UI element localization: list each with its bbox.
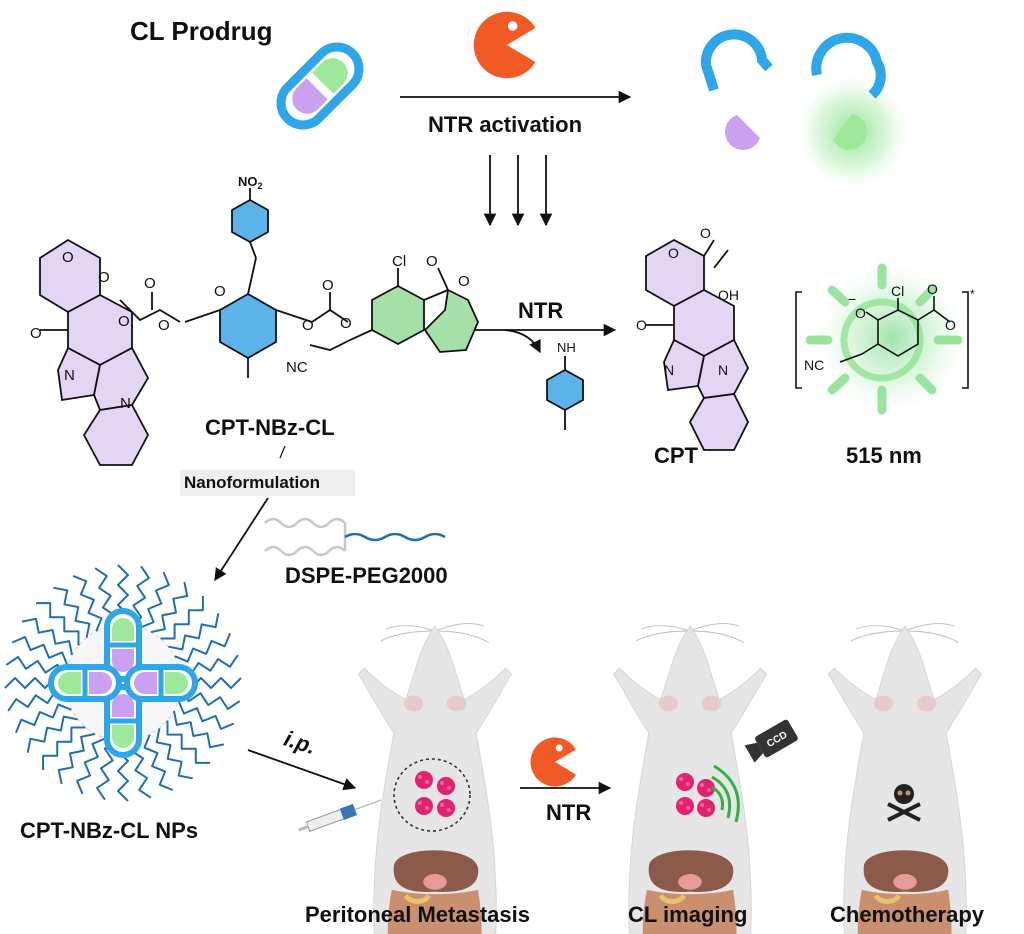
svg-text:−: − — [848, 291, 856, 307]
emission-wavelength: 515 nm — [846, 443, 922, 468]
phenol-ring — [371, 284, 425, 346]
svg-text:O: O — [426, 253, 438, 270]
quinone-methide-byproduct: NH — [546, 340, 584, 430]
panel-label-chemotherapy: Chemotherapy — [830, 902, 985, 927]
peg-chain — [57, 733, 96, 785]
in-vivo-ntr-enzyme-icon — [530, 737, 576, 787]
peg-chain — [128, 565, 150, 626]
ntr-label: NTR — [518, 298, 564, 323]
peg-chain — [160, 596, 204, 640]
prodrug-structure — [39, 188, 479, 466]
dioxetane-adamantane — [423, 288, 479, 353]
skull-crossbones-icon — [887, 784, 921, 822]
ntr-enzyme-icon — [473, 11, 536, 79]
peg-chain — [26, 715, 78, 753]
camptothecin-core — [39, 238, 150, 466]
nitro-label: NO2 — [238, 174, 263, 191]
prodrug-atom-labels: NO2 O O O N N O O O O O O O Cl NC O O — [30, 174, 470, 412]
peg-chain — [5, 656, 66, 678]
dspe-peg2000-label: DSPE-PEG2000 — [285, 563, 448, 588]
dspe-peg-icon — [264, 517, 446, 557]
svg-text:N: N — [64, 367, 75, 384]
svg-text:NH: NH — [557, 340, 576, 355]
formulation-arrow — [214, 497, 269, 582]
cleaved-pill-right-icon — [793, 32, 913, 192]
peg-chain — [11, 636, 69, 666]
nanoformulation-label: Nanoformulation — [184, 473, 320, 492]
ccd-camera-icon: CCD — [744, 719, 798, 763]
mouse-chemotherapy — [807, 624, 1024, 934]
cl-emission-waves — [711, 764, 740, 823]
title-cl-prodrug: CL Prodrug — [130, 16, 273, 46]
peg-chain — [174, 632, 232, 663]
ip-injection-arrow — [247, 749, 357, 791]
nitrobenzyl-ring — [231, 198, 269, 244]
panel-label-cl-imaging: CL imaging — [628, 902, 748, 927]
svg-text:O: O — [302, 317, 314, 334]
svg-text:O: O — [144, 275, 156, 292]
svg-text:O: O — [855, 305, 866, 321]
multistep-arrows — [483, 155, 553, 227]
peg-chain — [36, 602, 80, 646]
peg-chain — [173, 710, 225, 749]
svg-text:O: O — [700, 225, 711, 241]
svg-text:O: O — [668, 245, 679, 261]
peg-chain — [180, 688, 241, 710]
svg-text:O: O — [636, 317, 647, 333]
svg-text:Cl: Cl — [891, 283, 904, 299]
syringe-icon — [298, 799, 382, 832]
peg-chain — [76, 737, 106, 795]
ntr-activation-label: NTR activation — [428, 112, 583, 137]
peg-chain — [155, 728, 193, 780]
peg-chain — [42, 726, 86, 770]
svg-text:O: O — [945, 317, 956, 333]
peg-chain — [140, 571, 170, 629]
in-vivo-ntr-label: NTR — [546, 800, 592, 825]
svg-text:O: O — [158, 317, 170, 334]
cleaved-pill-left-icon — [700, 29, 773, 150]
svg-text:NC: NC — [804, 357, 824, 373]
peg-chain — [53, 586, 91, 638]
svg-text:*: * — [970, 287, 975, 301]
tumor-nodules-metastasis — [393, 758, 471, 832]
svg-text:O: O — [118, 313, 130, 330]
svg-text:O: O — [927, 281, 938, 297]
svg-text:N: N — [718, 362, 728, 378]
nanoparticle-name: CPT-NBz-CL NPs — [20, 818, 199, 843]
svg-text:O: O — [30, 325, 42, 342]
svg-text:OH: OH — [718, 287, 739, 303]
mouse-cl-imaging — [592, 624, 810, 934]
encapsulated-prodrug-pill — [51, 667, 119, 699]
svg-text:N: N — [120, 395, 131, 412]
intact-prodrug-pill-icon — [272, 38, 368, 134]
prodrug-name: CPT-NBz-CL — [205, 415, 335, 440]
peg-chain — [166, 720, 210, 764]
svg-text:NC: NC — [286, 359, 308, 376]
encapsulated-prodrug-pill — [127, 667, 195, 699]
panel-label-peritoneal-metastasis: Peritoneal Metastasis — [305, 902, 530, 927]
peg-chain — [72, 574, 103, 632]
svg-text:O: O — [62, 249, 74, 266]
cpt-structure: O O OH O N N — [636, 225, 750, 451]
svg-text:O: O — [214, 283, 226, 300]
linker-benzene — [219, 292, 277, 360]
svg-text:O: O — [340, 315, 352, 332]
svg-text:O: O — [458, 273, 470, 290]
nanoparticle-icon — [4, 564, 242, 802]
svg-text:O: O — [322, 277, 334, 294]
peg-chain — [96, 740, 118, 801]
svg-text:Cl: Cl — [392, 253, 406, 270]
peg-chain — [21, 617, 73, 656]
peg-chain — [14, 703, 72, 734]
peg-chain — [143, 734, 174, 792]
peg-chain — [150, 581, 189, 633]
byproduct-release-arrow — [504, 329, 541, 354]
peg-chain — [177, 700, 235, 730]
peg-chain — [168, 613, 220, 651]
nanoformulation-label-bg — [180, 470, 355, 496]
excited-emitter: O − Cl O O NC * — [795, 258, 975, 418]
cpt-label: CPT — [654, 443, 698, 468]
svg-text:O: O — [98, 269, 110, 286]
svg-text:N: N — [664, 362, 674, 378]
